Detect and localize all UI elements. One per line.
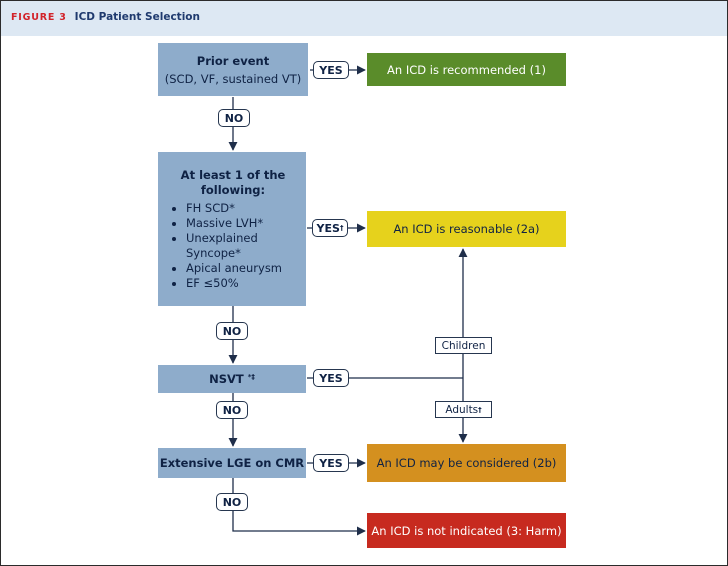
label-adults-text: Adults xyxy=(445,403,479,416)
label-no-prior: NO xyxy=(218,109,250,127)
risk-factor-item: EF ≤50% xyxy=(186,276,300,291)
label-yes-risk-text: YES xyxy=(316,221,340,235)
label-no-risk-text: NO xyxy=(222,324,242,338)
label-no-nsvt-text: NO xyxy=(222,403,242,417)
label-yes-nsvt: YES xyxy=(313,369,349,387)
figure-title: FIGURE 3 ICD Patient Selection xyxy=(11,11,200,23)
risk-factor-item: FH SCD* xyxy=(186,201,300,216)
outcome-considered-label: An ICD may be considered (2b) xyxy=(376,456,557,470)
lge-label: Extensive LGE on CMR xyxy=(159,456,305,470)
label-yes-nsvt-text: YES xyxy=(319,371,343,385)
connector-lge-to-not-indicated xyxy=(232,478,366,536)
label-yes-lge-text: YES xyxy=(319,456,343,470)
label-yes-prior-text: YES xyxy=(319,63,343,77)
risk-factor-item: Massive LVH* xyxy=(186,216,300,231)
label-adults-mark: † xyxy=(478,405,482,414)
risk-factors-list: FH SCD* Massive LVH* Unexplained Syncope… xyxy=(166,201,300,291)
risk-factors-title: At least 1 of the following: xyxy=(180,167,286,197)
outcome-recommended-label: An ICD is recommended (1) xyxy=(387,62,546,77)
label-yes-risk: YES† xyxy=(312,219,348,237)
label-yes-risk-mark: † xyxy=(339,224,344,232)
outcome-reasonable-label: An ICD is reasonable (2a) xyxy=(393,222,540,236)
risk-factor-item: Unexplained Syncope* xyxy=(186,231,300,261)
prior-event-title: Prior event xyxy=(196,53,270,68)
node-prior-event: Prior event (SCD, VF, sustained VT) xyxy=(158,43,308,96)
label-children: Children xyxy=(435,337,492,354)
node-nsvt: NSVT *‡ xyxy=(158,365,306,393)
figure-title-text: ICD Patient Selection xyxy=(74,11,200,23)
label-no-nsvt: NO xyxy=(216,401,248,419)
outcome-not-indicated-label: An ICD is not indicated (3: Harm) xyxy=(371,523,562,538)
nsvt-footnote-marks: *‡ xyxy=(247,373,255,381)
figure-label: FIGURE 3 xyxy=(11,12,67,23)
nsvt-label-wrap: NSVT *‡ xyxy=(209,372,255,386)
label-children-text: Children xyxy=(441,339,486,352)
label-no-lge: NO xyxy=(216,493,248,511)
outcome-considered: An ICD may be considered (2b) xyxy=(367,444,566,482)
prior-event-subtitle: (SCD, VF, sustained VT) xyxy=(164,71,302,86)
node-risk-factors: At least 1 of the following: FH SCD* Mas… xyxy=(158,152,306,306)
label-adults: Adults† xyxy=(435,401,492,418)
label-no-prior-text: NO xyxy=(224,111,244,125)
outcome-recommended: An ICD is recommended (1) xyxy=(367,53,566,86)
outcome-not-indicated: An ICD is not indicated (3: Harm) xyxy=(367,513,566,548)
risk-factor-item: Apical aneurysm xyxy=(186,261,300,276)
outcome-reasonable: An ICD is reasonable (2a) xyxy=(367,211,566,247)
label-yes-lge: YES xyxy=(313,454,349,472)
label-no-risk: NO xyxy=(216,322,248,340)
label-yes-prior: YES xyxy=(313,61,349,79)
node-lge: Extensive LGE on CMR xyxy=(158,448,306,478)
figure-header: FIGURE 3 ICD Patient Selection xyxy=(1,1,727,36)
label-no-lge-text: NO xyxy=(222,495,242,509)
nsvt-label: NSVT xyxy=(209,372,244,386)
